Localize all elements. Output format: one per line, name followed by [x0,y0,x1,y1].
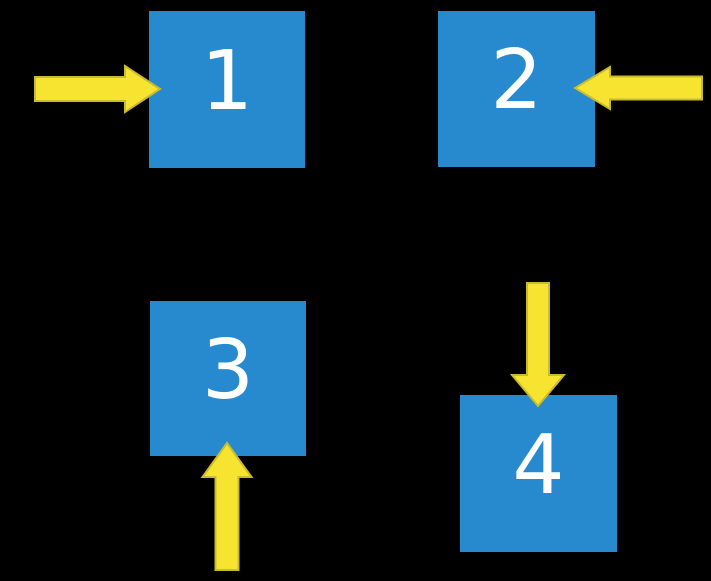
square-2-label: 2 [490,33,543,128]
arrow-into-square-2-icon [573,65,703,111]
square-4[interactable]: 4 [460,395,617,552]
arrow-into-square-3-icon [200,441,254,571]
square-1-label: 1 [200,33,254,129]
arrow-into-square-1-icon [34,64,162,114]
square-3-label: 3 [201,322,255,418]
square-3[interactable]: 3 [150,301,306,456]
arrow-into-square-4-icon [509,282,567,408]
square-1[interactable]: 1 [149,11,305,168]
square-2[interactable]: 2 [438,11,595,167]
square-4-label: 4 [512,417,565,513]
